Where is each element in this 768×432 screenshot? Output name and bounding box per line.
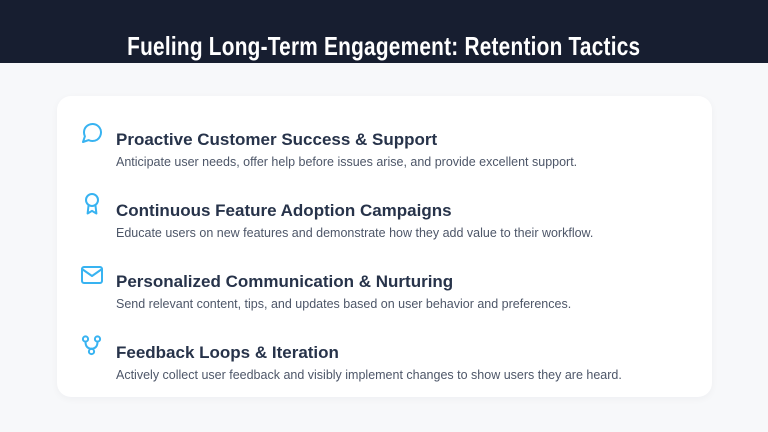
- item-title: Feedback Loops & Iteration: [116, 343, 339, 362]
- item-description: Actively collect user feedback and visib…: [116, 368, 622, 382]
- header-band: Fueling Long-Term Engagement: Retention …: [0, 0, 768, 63]
- item-title: Personalized Communication & Nurturing: [116, 272, 454, 291]
- list-item: Feedback Loops & Iteration Actively coll…: [80, 334, 682, 383]
- mail-envelope-icon: [80, 263, 104, 287]
- list-item: Personalized Communication & Nurturing S…: [80, 263, 682, 312]
- chat-bubble-icon: [80, 121, 104, 145]
- list-item: Proactive Customer Success & Support Ant…: [80, 121, 682, 170]
- item-description: Send relevant content, tips, and updates…: [116, 297, 572, 311]
- list-item-text: Proactive Customer Success & Support Ant…: [116, 121, 682, 171]
- list-item-text: Continuous Feature Adoption Campaigns Ed…: [116, 192, 682, 242]
- item-description: Anticipate user needs, offer help before…: [116, 155, 578, 169]
- list-item: Continuous Feature Adoption Campaigns Ed…: [80, 192, 682, 241]
- item-description: Educate users on new features and demons…: [116, 226, 594, 240]
- share-network-icon: [80, 334, 104, 358]
- page-title: Fueling Long-Term Engagement: Retention …: [127, 31, 641, 61]
- item-title: Continuous Feature Adoption Campaigns: [116, 201, 452, 220]
- list-item-text: Personalized Communication & Nurturing S…: [116, 263, 682, 313]
- item-title: Proactive Customer Success & Support: [116, 130, 438, 149]
- content-card: Proactive Customer Success & Support Ant…: [57, 96, 712, 397]
- list-item-text: Feedback Loops & Iteration Actively coll…: [116, 334, 682, 384]
- award-ribbon-icon: [80, 192, 104, 216]
